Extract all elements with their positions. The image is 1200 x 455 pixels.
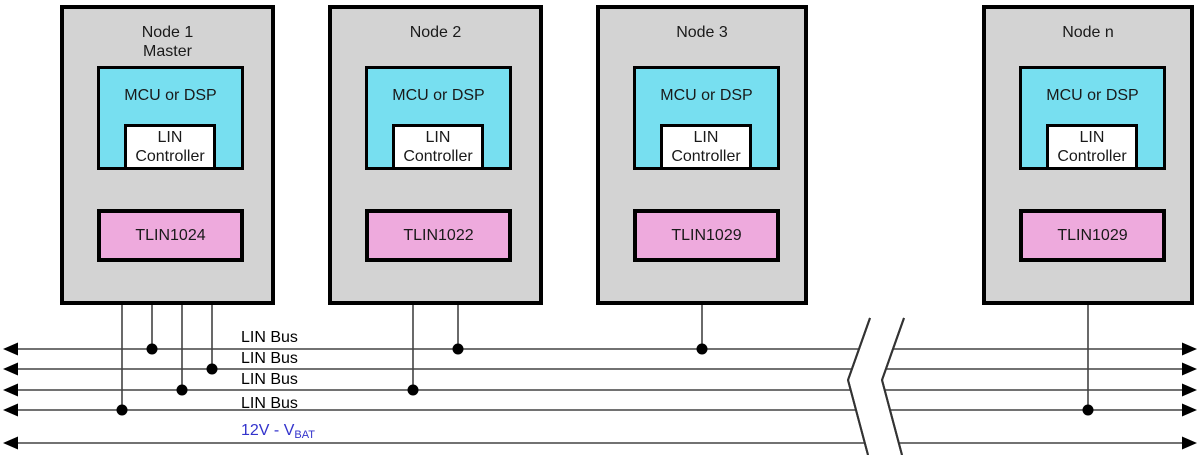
- node-1-controller-label: LIN Controller: [135, 129, 205, 165]
- node-n-mcu-label: MCU or DSP: [1046, 87, 1139, 104]
- node-2-title: Node 2: [409, 24, 462, 41]
- node-2-controller-label: LIN Controller: [403, 129, 473, 165]
- node-1-junction-dot-1: [116, 404, 128, 416]
- node-n-title: Node n: [1062, 24, 1114, 41]
- node-1-junction-dot-3: [176, 384, 188, 396]
- vbat-label-subscript: BAT: [294, 429, 315, 441]
- node-1-mcu-label: MCU or DSP: [124, 87, 217, 104]
- node-1-junction-dot-4: [206, 363, 218, 375]
- node-n-transceiver-label: TLIN1029: [1057, 226, 1128, 244]
- node-3-transceiver-box: TLIN1029: [633, 209, 780, 262]
- node-3-transceiver-label: TLIN1029: [671, 226, 742, 244]
- node-2-transceiver-box: TLIN1022: [365, 209, 512, 262]
- node-2-controller-box: LIN Controller: [392, 124, 484, 170]
- bus-label-2: LIN Bus: [241, 350, 298, 367]
- break-zigzag-left-top: [846, 317, 871, 455]
- bus-label-3: LIN Bus: [241, 371, 298, 388]
- node-2-junction-dot-2: [452, 343, 464, 355]
- node-3-title: Node 3: [676, 24, 728, 41]
- node-n-transceiver-box: TLIN1029: [1019, 209, 1166, 262]
- bus-break-symbol: [846, 317, 905, 455]
- node-1-title: Node 1 Master: [141, 24, 194, 60]
- bus-label-1: LIN Bus: [241, 329, 298, 346]
- node-2-mcu-label: MCU or DSP: [392, 87, 485, 104]
- node-n-junction-dot-1: [1082, 404, 1094, 416]
- break-mask: [848, 318, 904, 455]
- node-3-mcu-label: MCU or DSP: [660, 87, 753, 104]
- node-n-controller-box: LIN Controller: [1046, 124, 1138, 170]
- node-1-controller-box: LIN Controller: [124, 124, 216, 170]
- node-1-transceiver-box: TLIN1024: [97, 209, 244, 262]
- node-3-controller-label: LIN Controller: [671, 129, 741, 165]
- vbat-label-main: 12V - V: [241, 422, 295, 439]
- node-3-junction-dot-1: [696, 343, 708, 355]
- break-zigzag-right-top: [880, 317, 905, 455]
- node-1-junction-dot-2: [146, 343, 158, 355]
- bus-label-4: LIN Bus: [241, 395, 298, 412]
- bus-label-vbat: 12V - VBAT: [241, 422, 315, 441]
- bus-lines: [3, 342, 1197, 450]
- node-3-controller-box: LIN Controller: [660, 124, 752, 170]
- node-2-junction-dot-1: [407, 384, 419, 396]
- node-n-controller-label: LIN Controller: [1057, 129, 1127, 165]
- node-2-transceiver-label: TLIN1022: [403, 226, 474, 244]
- bus-junction-dots: [116, 343, 1094, 416]
- node-1-transceiver-label: TLIN1024: [135, 226, 206, 244]
